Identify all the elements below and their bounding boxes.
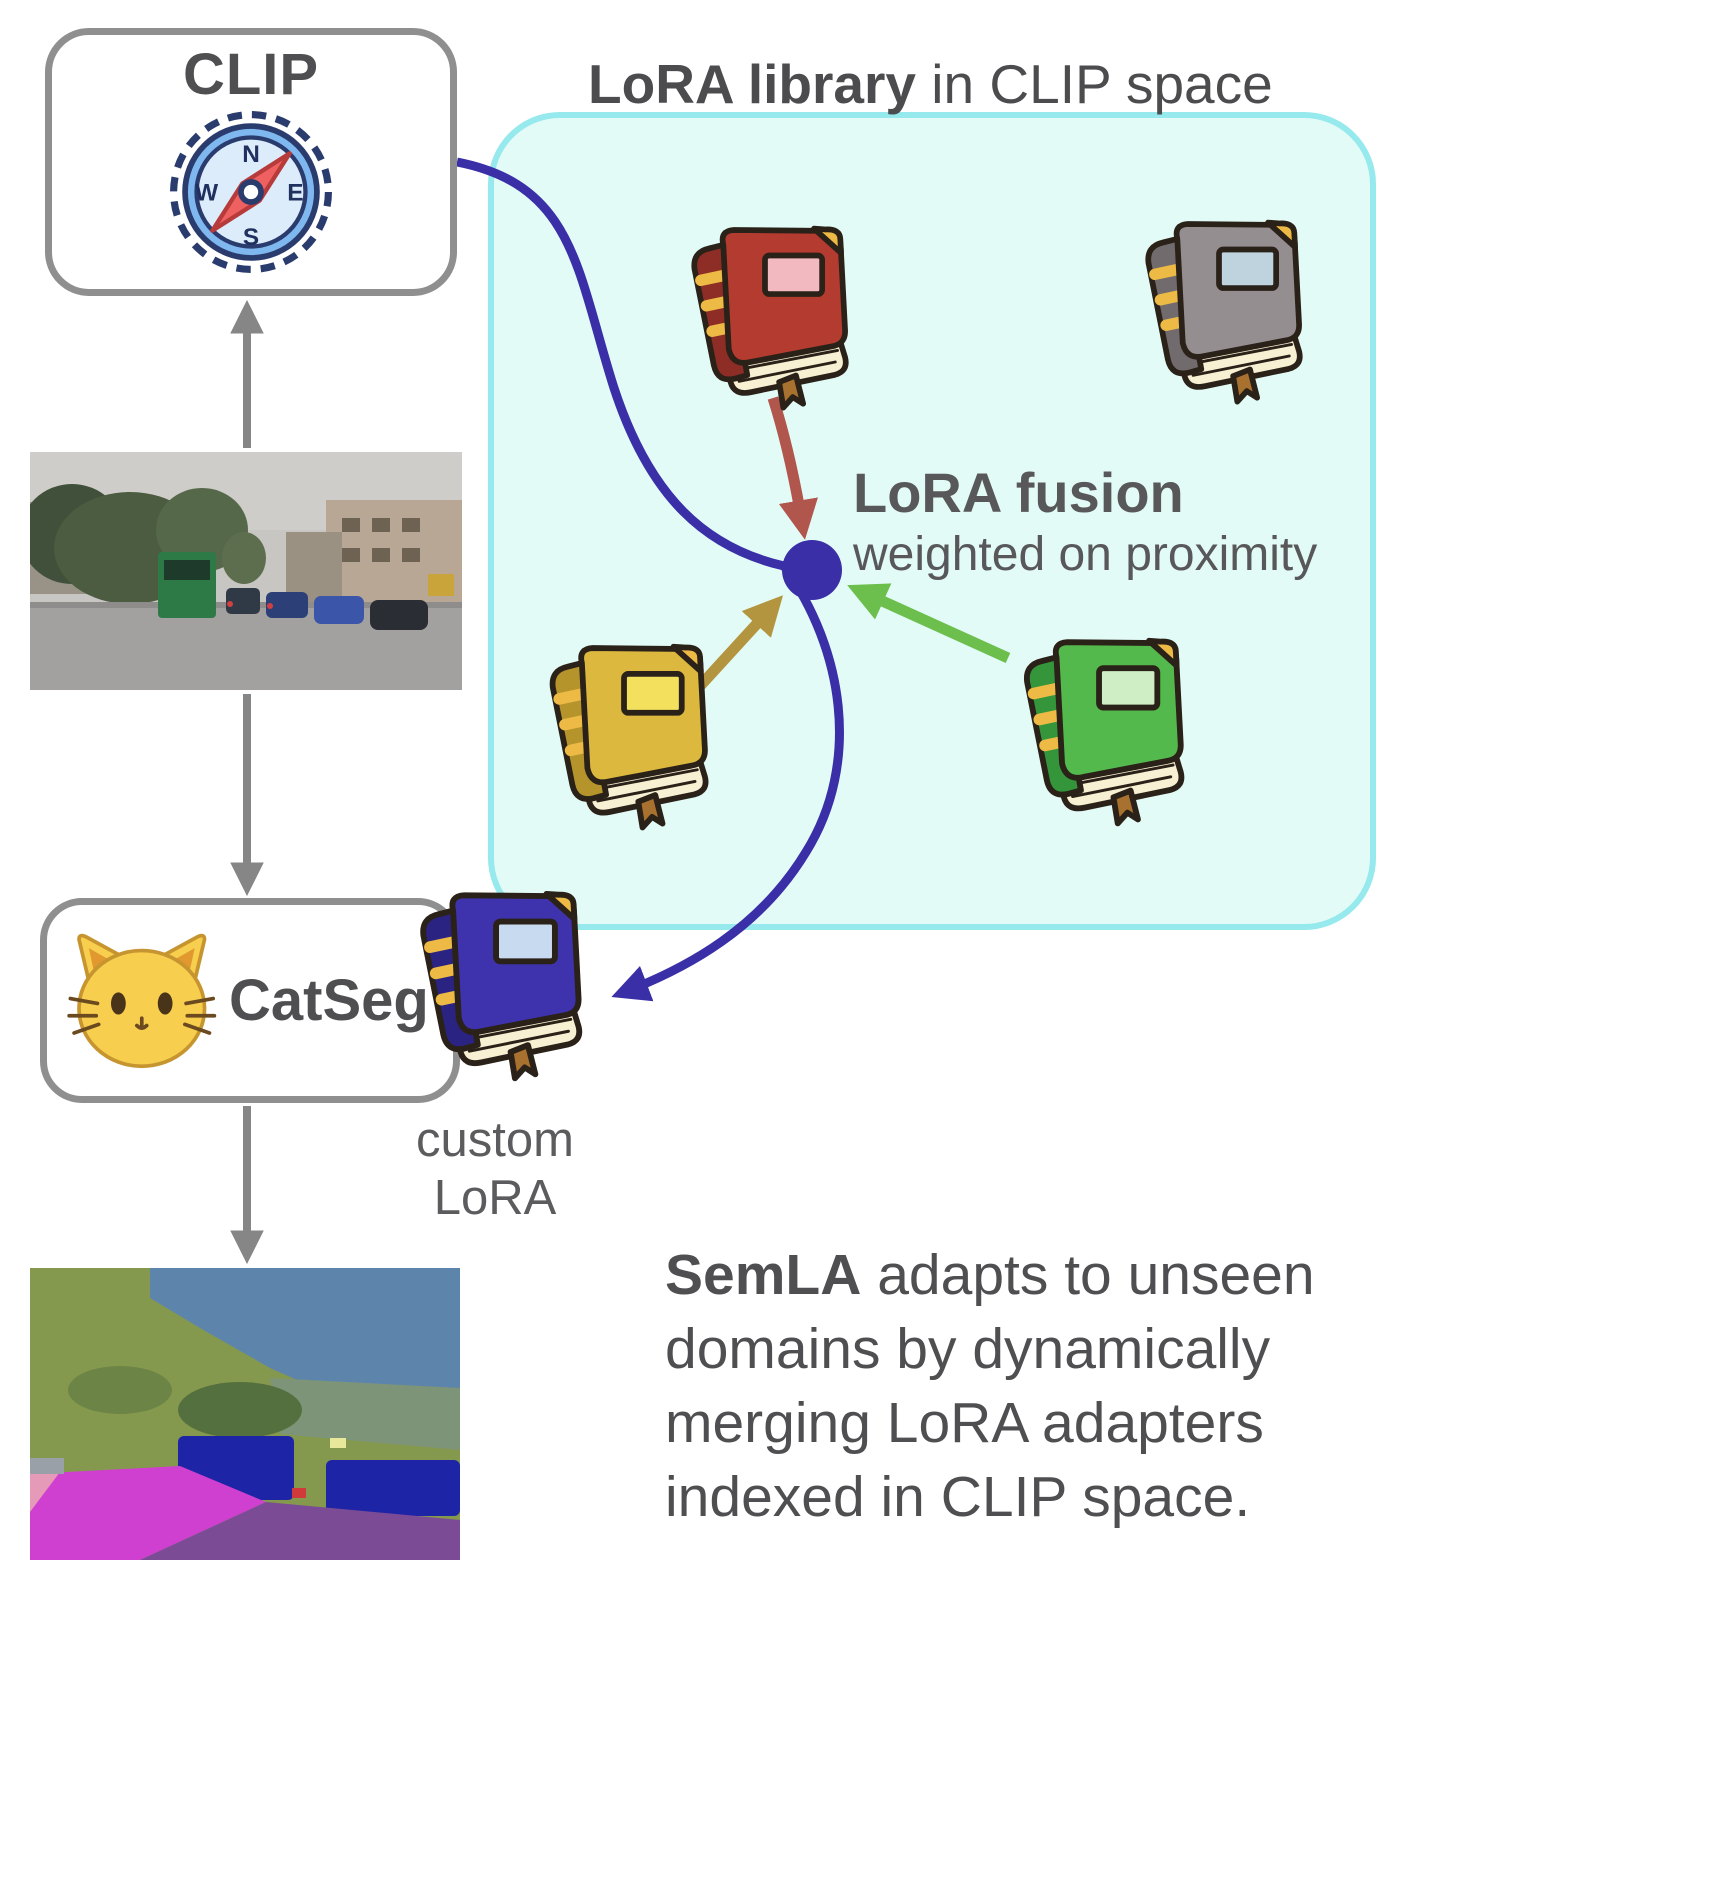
custom-lora-line1: custom bbox=[416, 1113, 574, 1167]
caption-rest: adapts to unseen domains by dynamically … bbox=[665, 1243, 1315, 1530]
library-title-rest: in CLIP space bbox=[916, 53, 1273, 115]
fusion-subtitle: weighted on proximity bbox=[853, 528, 1318, 581]
gold-lora-book bbox=[510, 638, 734, 840]
street-photo-illustration bbox=[30, 452, 462, 690]
library-title-bold: LoRA library bbox=[588, 53, 917, 115]
fusion-text: LoRA fusion weighted on proximity bbox=[853, 460, 1317, 582]
catseg-model-box: CatSeg bbox=[40, 898, 460, 1103]
gray-lora-book bbox=[1106, 214, 1328, 414]
clip-title: CLIP bbox=[182, 42, 320, 107]
fusion-point bbox=[782, 540, 842, 600]
custom-lora-label: custom LoRA bbox=[379, 1112, 611, 1228]
compass-w: W bbox=[195, 180, 218, 207]
caption-semla-bold: SemLA bbox=[665, 1243, 862, 1307]
clip-encoder-box: CLIP N E S W bbox=[45, 28, 457, 296]
library-title: LoRA library in CLIP space bbox=[588, 52, 1273, 116]
red-lora-book bbox=[652, 220, 874, 420]
input-street-photo bbox=[30, 452, 462, 690]
catseg-title: CatSeg bbox=[229, 968, 429, 1033]
figure-caption: SemLA adapts to unseen domains by dynami… bbox=[665, 1238, 1383, 1534]
compass-s: S bbox=[243, 224, 259, 251]
compass-e: E bbox=[287, 180, 303, 207]
fusion-title: LoRA fusion bbox=[853, 461, 1184, 524]
compass-icon: N E S W bbox=[170, 111, 332, 273]
green-lora-book bbox=[984, 632, 1210, 836]
segmentation-output bbox=[30, 1268, 460, 1560]
custom-lora-book bbox=[380, 885, 608, 1091]
segmentation-illustration bbox=[30, 1268, 460, 1560]
custom-lora-line2: LoRA bbox=[433, 1170, 557, 1225]
compass-n: N bbox=[242, 141, 260, 168]
cat-face-icon bbox=[67, 933, 217, 1068]
